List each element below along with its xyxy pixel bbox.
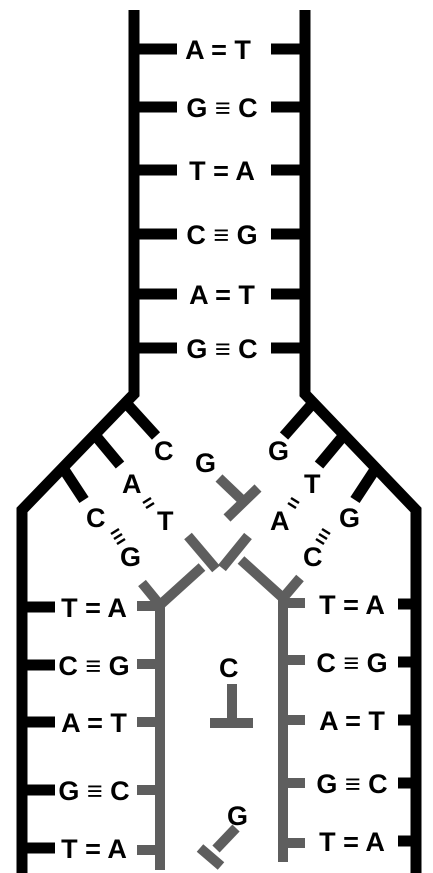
top-pair-label: T = A — [189, 156, 255, 186]
left-fork-base: A — [122, 469, 142, 499]
right-unpaired-base: G — [268, 436, 289, 466]
fork-rungs — [58, 399, 381, 504]
right-new-strand-tick — [218, 532, 252, 572]
right-pair-labels: T = A C ≡ G A = T G ≡ C T = A — [316, 590, 387, 857]
top-pair-label: A = T — [185, 35, 251, 65]
left-pair-label: T = A — [61, 834, 127, 864]
left-fork-base: T — [157, 506, 174, 536]
new-strand-rungs — [137, 598, 305, 855]
free-nucleotide-center-label: G — [195, 448, 216, 478]
left-pair-labels: T = A C ≡ G A = T G ≡ C T = A — [58, 593, 129, 864]
left-new-strand-tick — [184, 532, 220, 573]
left-fork-base: G — [120, 542, 141, 572]
right-pair-label: T = A — [319, 590, 385, 620]
free-nucleotide-middle-shape — [210, 684, 253, 728]
left-parent-strand — [16, 10, 140, 873]
right-fork-base: T — [304, 469, 321, 499]
right-fork-base: G — [339, 503, 360, 533]
left-new-strand — [155, 563, 206, 870]
left-pair-label: C ≡ G — [58, 651, 129, 681]
top-pair-label: G ≡ C — [186, 93, 257, 123]
left-unpaired-base: C — [154, 436, 174, 466]
right-parent-strand — [299, 10, 422, 873]
top-pair-label: G ≡ C — [186, 334, 257, 364]
left-pair-label: A = T — [61, 708, 127, 738]
free-nucleotide-bottom-shape — [196, 824, 240, 870]
right-pair-label: A = T — [319, 706, 385, 736]
right-pair-label: T = A — [319, 827, 385, 857]
free-nucleotide-center-shape — [215, 474, 262, 522]
top-pair-label: C ≡ G — [186, 220, 257, 250]
bottom-parent-rungs — [22, 598, 416, 854]
fork-bond-marks — [110, 496, 331, 546]
right-new-strand-stub — [279, 574, 304, 602]
right-fork-base: C — [303, 542, 323, 572]
left-pair-label: G ≡ C — [58, 776, 129, 806]
left-fork-base: C — [86, 503, 106, 533]
free-nucleotide-bottom-label: G — [227, 801, 248, 831]
free-nucleotide-middle-label: C — [219, 653, 239, 683]
top-rungs — [134, 43, 305, 354]
right-pair-label: C ≡ G — [316, 648, 387, 678]
right-pair-label: G ≡ C — [316, 769, 387, 799]
right-fork-base: A — [270, 506, 290, 536]
left-pair-label: T = A — [61, 593, 127, 623]
top-pair-labels: A = T G ≡ C T = A C ≡ G A = T G ≡ C — [185, 35, 258, 364]
fork-labels: C G G A T C G T A G C — [86, 436, 360, 572]
top-pair-label: A = T — [189, 280, 255, 310]
